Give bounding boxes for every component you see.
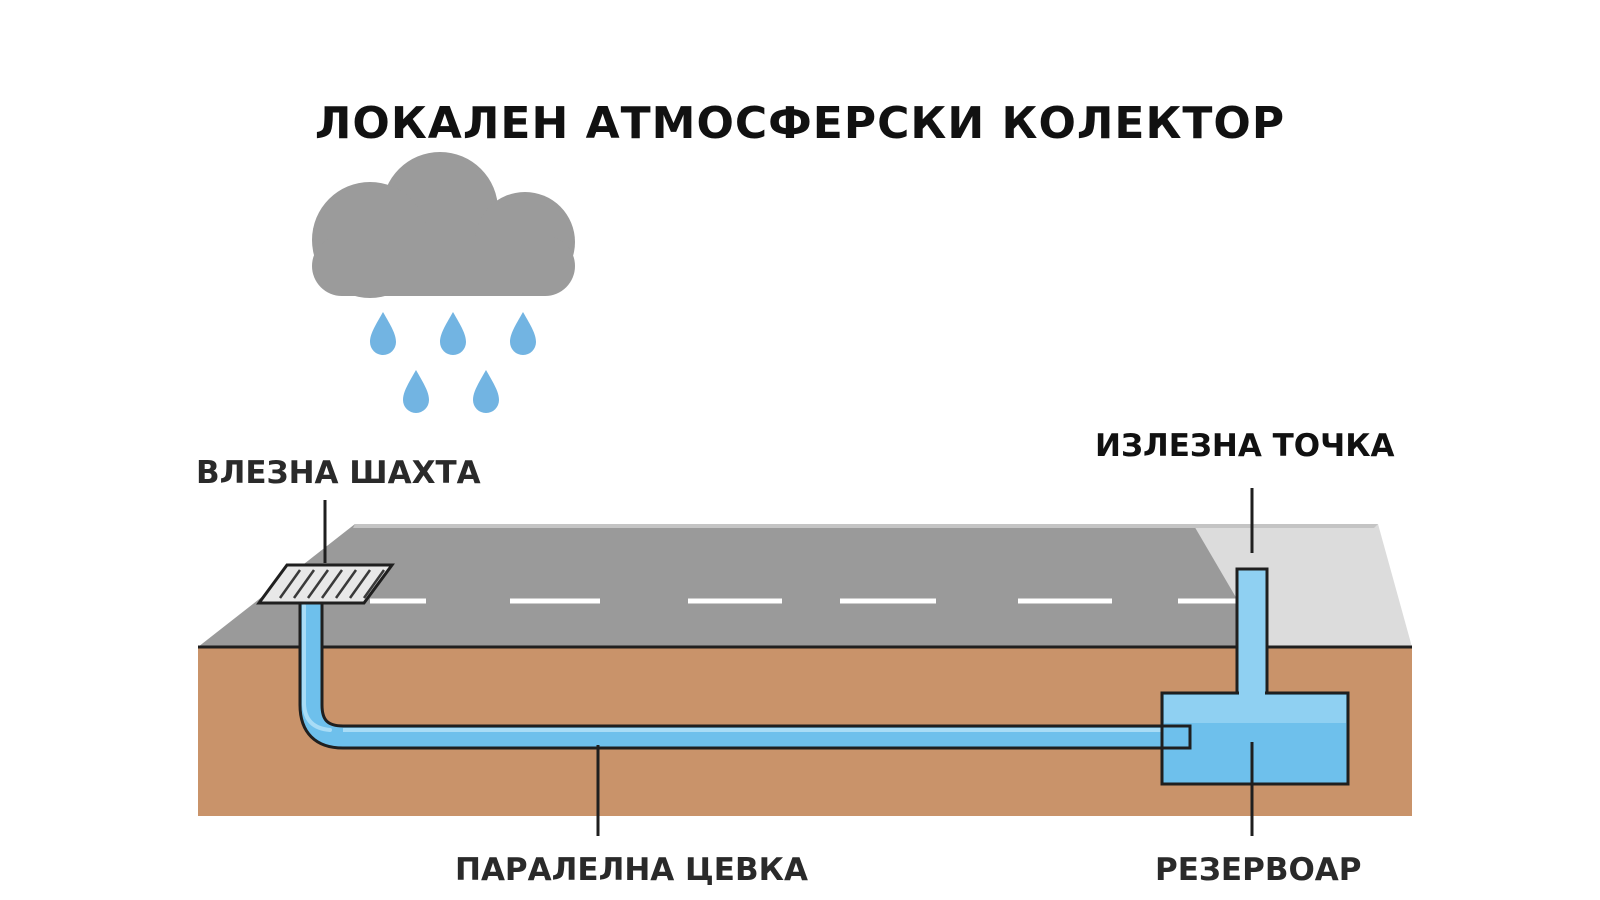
raindrops xyxy=(370,312,536,413)
label-outlet-point: ИЗЛЕЗНА ТОЧКА xyxy=(1095,428,1395,464)
raindrop-icon xyxy=(510,312,536,355)
rain-cloud-icon xyxy=(312,152,575,298)
outlet-riser xyxy=(1235,567,1269,697)
raindrop-icon xyxy=(403,370,429,413)
parallel-pipe xyxy=(298,602,1174,750)
diagram-title: ЛОКАЛЕН АТМОСФЕРСКИ КОЛЕКТОР xyxy=(314,98,1286,149)
raindrop-icon xyxy=(370,312,396,355)
raindrop-icon xyxy=(440,312,466,355)
road-surface xyxy=(198,524,1412,647)
label-reservoir: РЕЗЕРВОАР xyxy=(1155,852,1362,888)
reservoir-tank xyxy=(1160,567,1350,786)
label-parallel-pipe: ПАРАЛЕЛНА ЦЕВКА xyxy=(455,852,808,888)
label-inlet-shaft: ВЛЕЗНА ШАХТА xyxy=(196,455,481,491)
drain-grate-icon xyxy=(256,563,395,605)
leader-lines xyxy=(323,488,1254,836)
raindrop-icon xyxy=(473,370,499,413)
